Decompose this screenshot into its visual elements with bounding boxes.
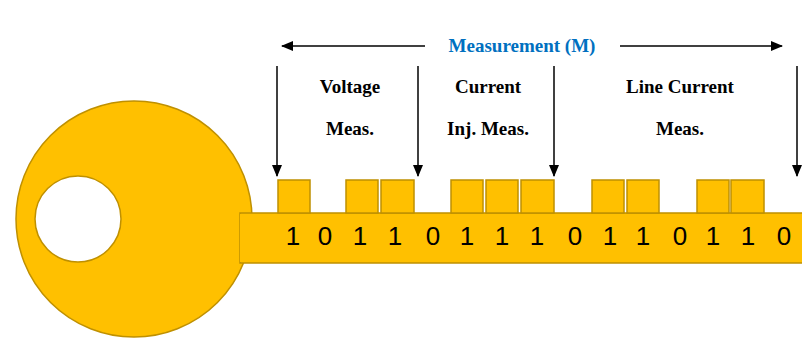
bit-digit: 0 (560, 221, 590, 251)
divider-arrow (276, 66, 278, 176)
bit-digit: 0 (769, 221, 799, 251)
bit-digit: 0 (310, 221, 340, 251)
bit-digit: 1 (380, 221, 410, 251)
bit-digit: 1 (452, 221, 482, 251)
divider-arrow (417, 66, 419, 176)
bit-digit: 1 (628, 221, 658, 251)
bit-digit: 1 (278, 221, 308, 251)
key-joint (240, 214, 260, 262)
bit-digit: 0 (665, 221, 695, 251)
group-label: Current Inj. Meas. (442, 66, 534, 150)
bit-digit: 1 (698, 221, 728, 251)
bit-digit: 1 (345, 221, 375, 251)
span-arrow (282, 45, 425, 47)
key-hole (35, 176, 121, 262)
divider-arrow (553, 66, 555, 176)
bit-digit: 1 (595, 221, 625, 251)
group-label: Voltage Meas. (300, 66, 400, 150)
span-arrow (620, 45, 782, 47)
bit-digit: 1 (522, 221, 552, 251)
divider-arrow (796, 66, 798, 176)
key-head (16, 101, 252, 337)
group-label: Line Current Meas. (610, 66, 750, 150)
measurement-title: Measurement (M) (445, 34, 600, 58)
bit-digit: 0 (418, 221, 448, 251)
key-teeth (278, 180, 764, 213)
bit-digit: 1 (487, 221, 517, 251)
key-shaft (240, 213, 802, 263)
bit-digit: 1 (733, 221, 763, 251)
